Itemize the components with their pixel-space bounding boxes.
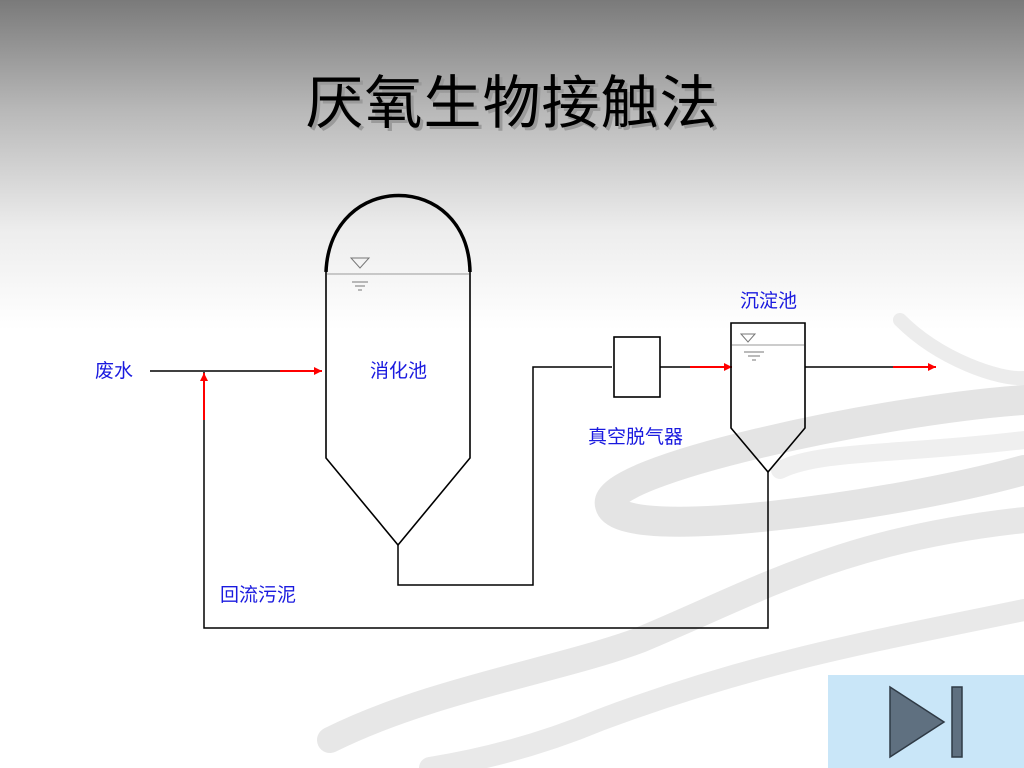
- play-to-end-icon: [889, 685, 963, 759]
- digester-water-level-icon: [349, 257, 371, 291]
- return-sludge-label: 回流污泥: [220, 584, 296, 606]
- digester-to-degasser-pipe: [397, 366, 612, 586]
- digester-label: 消化池: [370, 360, 427, 382]
- inlet-label: 废水: [95, 360, 133, 382]
- slide-title: 厌氧生物接触法: [305, 69, 719, 137]
- vacuum-degasser-box: [613, 336, 661, 398]
- settling-tank: [730, 322, 806, 474]
- degasser-label: 真空脱气器: [588, 426, 683, 448]
- return-sludge-pipe: [203, 372, 769, 629]
- next-slide-button[interactable]: [828, 675, 1024, 768]
- settler-water-level-icon: [739, 333, 764, 361]
- settler-label: 沉淀池: [740, 290, 797, 312]
